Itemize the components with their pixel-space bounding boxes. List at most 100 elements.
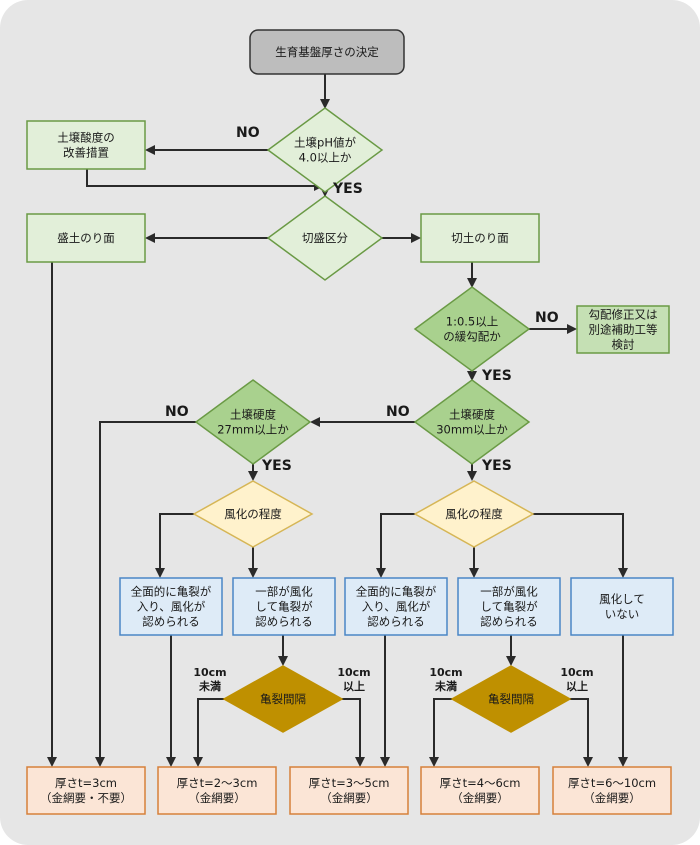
- result4-text: 厚さt=4～6cm（金網要）: [440, 776, 521, 805]
- partial_right-text-line: 一部が風化: [480, 585, 538, 599]
- ph-yes-label: YES: [332, 181, 363, 197]
- crack_all_left-text-line: 入り、風化が: [137, 600, 206, 614]
- hardness-27-diamond-shape: [194, 379, 312, 465]
- cut-fill-diamond-shape: [266, 195, 384, 281]
- gradient-fix-box-shape: [576, 305, 670, 354]
- gap-left-over-label-line: 10cm: [337, 666, 370, 679]
- crack_all_right-text-line: 入り、風化が: [362, 600, 431, 614]
- start-node-shape: [249, 29, 405, 75]
- gradient_check-text-line: 1:0.5以上: [446, 315, 498, 329]
- weathering-left-diamond: 風化の程度: [192, 480, 314, 548]
- fill_slope-text-line: 盛土のり面: [57, 231, 115, 245]
- weather_right-text: 風化の程度: [445, 507, 503, 521]
- acid_fix-text-line: 改善措置: [63, 146, 109, 160]
- weathering-right-diamond-shape: [413, 480, 535, 548]
- crack-gap-left-diamond-shape: [222, 665, 344, 733]
- full-crack-right-box: 全面的に亀裂が入り、風化が認められる: [344, 577, 448, 636]
- full-crack-left-box-shape: [119, 577, 223, 636]
- cut-slope-box-shape: [420, 213, 540, 263]
- crack_all_right-text-line: 全面的に亀裂が: [356, 585, 437, 599]
- result-3-5cm-box: 厚さt=3～5cm（金網要）: [289, 766, 409, 815]
- no_weather-text-line: 風化して: [599, 592, 645, 606]
- partial_right-text: 一部が風化して亀裂が認められる: [480, 585, 538, 629]
- hardness30-text-line: 30mm以上か: [436, 423, 508, 437]
- result-6-10cm-box-shape: [552, 766, 672, 815]
- result3-text: 厚さt=3～5cm（金網要）: [309, 776, 390, 805]
- gradient_fix-text: 勾配修正又は別途補助工等検討: [589, 308, 658, 352]
- gradient-check-diamond: 1:0.5以上の緩勾配か: [413, 286, 531, 372]
- weather_left-text-line: 風化の程度: [224, 507, 282, 521]
- result1-text-line: （金網要・不要）: [40, 791, 132, 805]
- partial_left-text: 一部が風化して亀裂が認められる: [255, 585, 313, 629]
- weather-right-none-arrow: [533, 513, 628, 578]
- gradient_check-text-line: の緩勾配か: [443, 330, 501, 344]
- gap-right-under-label-line: 10cm: [429, 666, 462, 679]
- hardness27-no-arrow: [95, 421, 196, 767]
- gap-right-over-label-line: 以上: [566, 679, 588, 693]
- ph-no-label: NO: [236, 125, 260, 141]
- ph_check-text-line: 土壌pH値が: [294, 136, 356, 150]
- result1-text: 厚さt=3cm（金網要・不要）: [40, 776, 132, 805]
- ph_check-text-line: 4.0以上か: [299, 151, 352, 165]
- acid-fix-box: 土壌酸度の改善措置: [26, 120, 146, 170]
- fill_slope-text: 盛土のり面: [57, 231, 115, 245]
- result2-text-line: 厚さt=2～3cm: [177, 776, 258, 790]
- gradient_fix-text-line: 検討: [612, 338, 635, 352]
- result5-text: 厚さt=6～10cm（金網要）: [568, 776, 656, 805]
- crack_all_left-text-line: 全面的に亀裂が: [131, 585, 212, 599]
- gradient_fix-text-line: 別途補助工等: [589, 323, 658, 337]
- gap_left-text: 亀裂間隔: [260, 692, 306, 706]
- partial-crack-right-box: 一部が風化して亀裂が認められる: [457, 577, 561, 636]
- result1-text-line: 厚さt=3cm: [55, 776, 117, 790]
- gradient-yes-label: YES: [481, 368, 512, 384]
- cut_slope-text: 切土のり面: [451, 231, 509, 245]
- result3-text-line: （金網要）: [320, 791, 378, 805]
- partial-crack-left-box-shape: [232, 577, 336, 636]
- acid-fix-box-shape: [26, 120, 146, 170]
- acid-fix-return-arrow: [86, 169, 324, 191]
- result2-text: 厚さt=2～3cm（金網要）: [177, 776, 258, 805]
- weather-right-full-arrow: [376, 513, 415, 578]
- result3-text-line: 厚さt=3～5cm: [309, 776, 390, 790]
- start-node: 生育基盤厚さの決定: [249, 29, 405, 75]
- result-4-6cm-box: 厚さt=4～6cm（金網要）: [420, 766, 540, 815]
- cut-fill-diamond: 切盛区分: [266, 195, 384, 281]
- result5-text-line: （金網要）: [583, 791, 641, 805]
- crack-gap-right-diamond: 亀裂間隔: [450, 665, 572, 733]
- crack_all_right-text: 全面的に亀裂が入り、風化が認められる: [356, 585, 437, 629]
- hardness30-text-line: 土壌硬度: [449, 408, 495, 422]
- gap-left-under-label-line: 未満: [198, 679, 221, 693]
- fill-slope-box: 盛土のり面: [26, 213, 146, 263]
- full-crack-left-box: 全面的に亀裂が入り、風化が認められる: [119, 577, 223, 636]
- gradient-fix-box: 勾配修正又は別途補助工等検討: [576, 305, 670, 354]
- result4-text-line: （金網要）: [451, 791, 509, 805]
- weathering-right-diamond: 風化の程度: [413, 480, 535, 548]
- hardness27-yes-label: YES: [261, 458, 292, 474]
- result5-text-line: 厚さt=6～10cm: [568, 776, 656, 790]
- hardness27-text-line: 27mm以上か: [217, 423, 289, 437]
- gradient_check-text: 1:0.5以上の緩勾配か: [443, 315, 501, 344]
- partial_left-text-line: して亀裂が: [255, 600, 313, 614]
- no_weather-text-line: いない: [605, 607, 640, 621]
- ph-check-diamond-shape: [266, 107, 384, 193]
- weather_right-text-line: 風化の程度: [445, 507, 503, 521]
- partial_left-text-line: 一部が風化: [255, 585, 313, 599]
- result-4-6cm-box-shape: [420, 766, 540, 815]
- fill-slope-box-shape: [26, 213, 146, 263]
- result-3-5cm-box-shape: [289, 766, 409, 815]
- partial-crack-left-box: 一部が風化して亀裂が認められる: [232, 577, 336, 636]
- start-text-line: 生育基盤厚さの決定: [275, 45, 379, 59]
- result4-text-line: 厚さt=4～6cm: [440, 776, 521, 790]
- gap-right-over-arrow: [570, 698, 593, 767]
- gap-left-over-label-line: 以上: [343, 679, 365, 693]
- acid_fix-text: 土壌酸度の改善措置: [57, 131, 115, 160]
- gap-right-over-label-line: 10cm: [560, 666, 593, 679]
- cut_fill-text-line: 切盛区分: [302, 231, 348, 245]
- acid_fix-text-line: 土壌酸度の: [57, 131, 115, 145]
